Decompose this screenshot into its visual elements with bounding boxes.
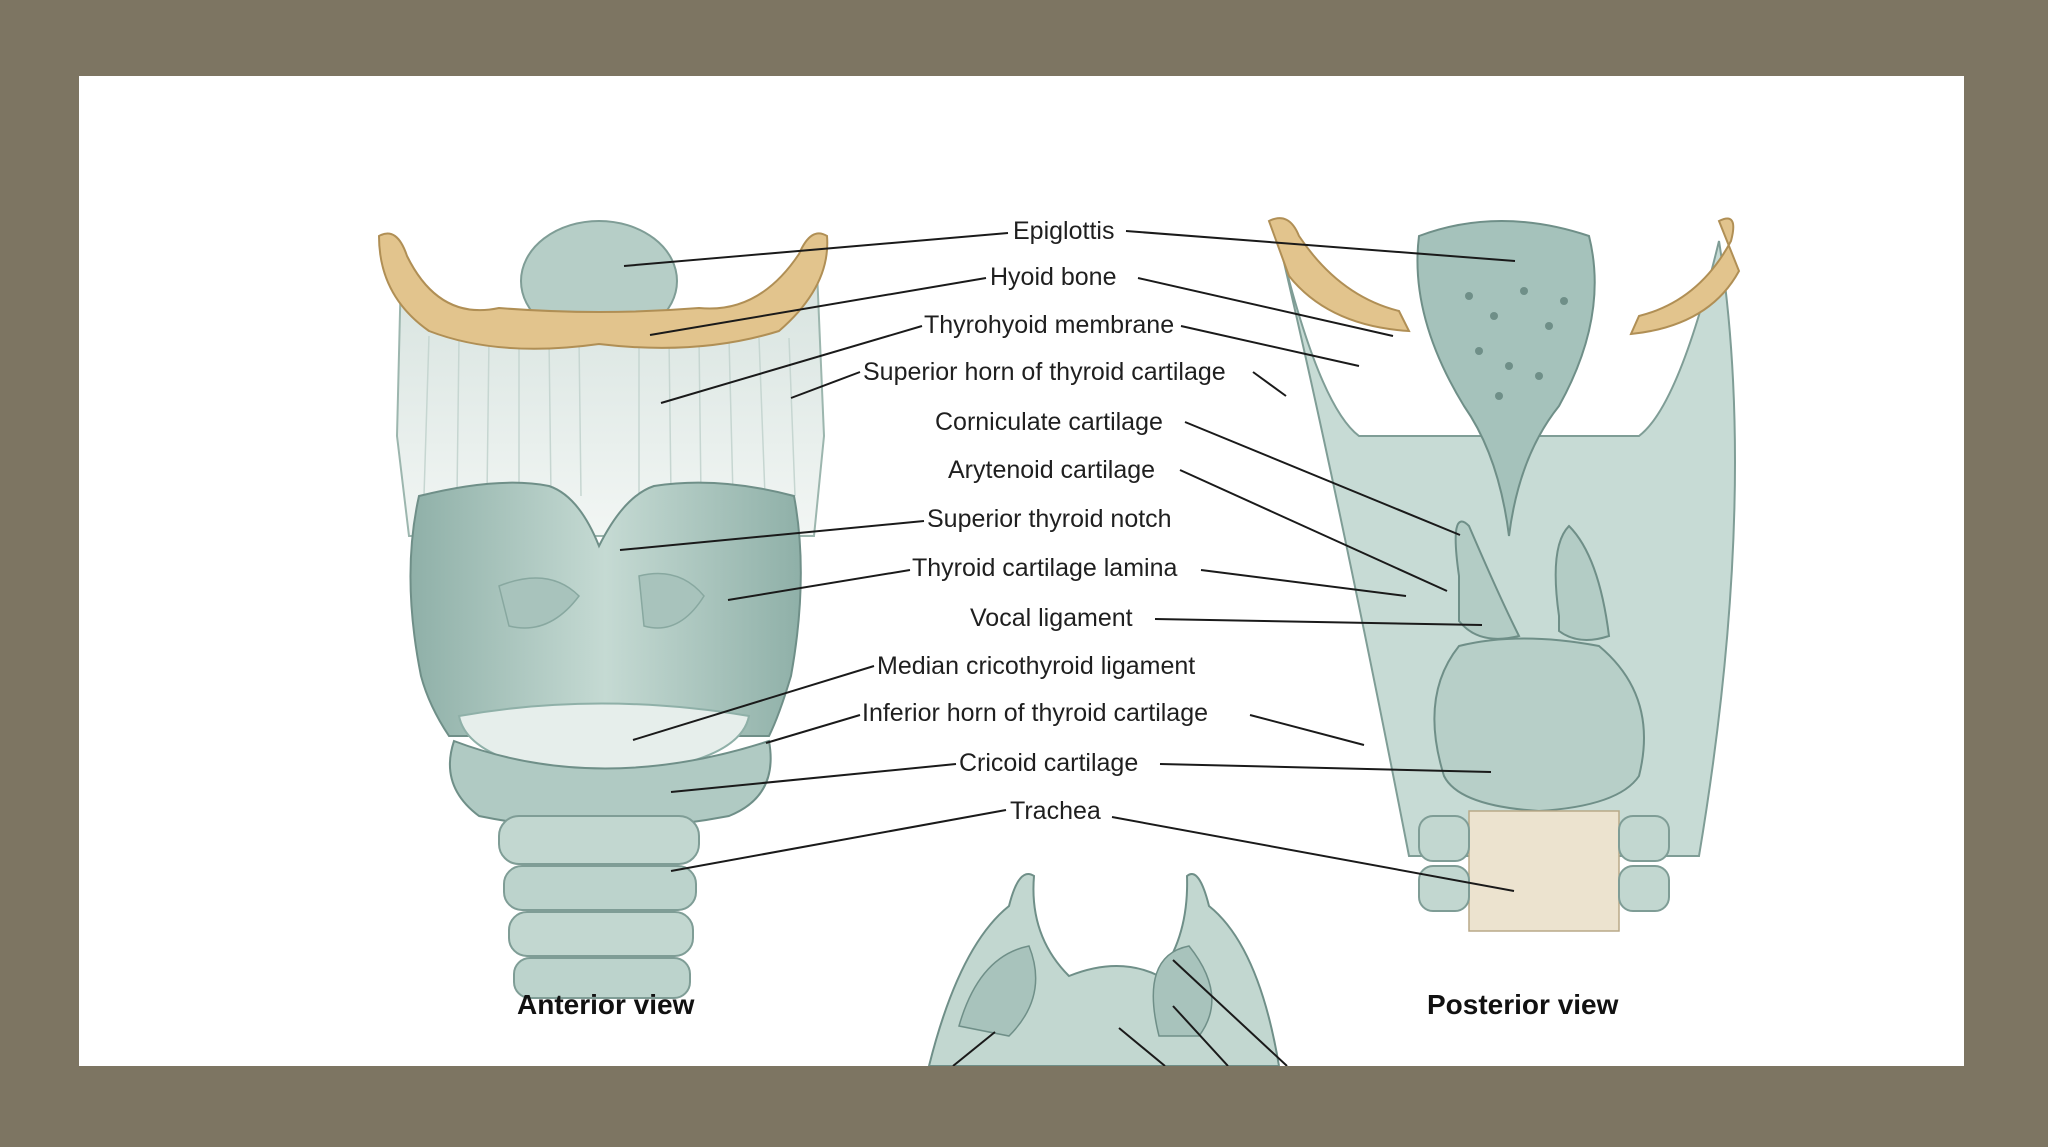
label-arytenoid-cartilage: Arytenoid cartilage — [948, 456, 1156, 484]
anterior-larynx-drawing — [377, 220, 829, 999]
anterior-cricoid-cartilage — [448, 739, 772, 830]
label-thyrohyoid-membrane: Thyrohyoid membrane — [924, 311, 1175, 339]
label-corniculate-cartilage: Corniculate cartilage — [935, 408, 1163, 436]
larynx-illustration — [377, 217, 1741, 1066]
label-cricoid-cartilage: Cricoid cartilage — [959, 749, 1139, 777]
label-epiglottis: Epiglottis — [1013, 217, 1115, 245]
posterior-view-caption: Posterior view — [1427, 989, 1619, 1020]
label-median-cricothyroid-ligament: Median cricothyroid ligament — [877, 652, 1196, 680]
leader-lines — [619, 230, 1516, 1066]
anterior-trachea — [498, 815, 700, 999]
posterior-cricoid-cartilage — [1433, 637, 1645, 813]
anterior-view-caption: Anterior view — [517, 989, 695, 1020]
label-superior-horn-thyroid: Superior horn of thyroid cartilage — [863, 358, 1226, 386]
posterior-trachea — [1418, 810, 1670, 932]
label-thyroid-cartilage-lamina: Thyroid cartilage lamina — [912, 554, 1178, 582]
label-superior-thyroid-notch: Superior thyroid notch — [927, 505, 1172, 533]
label-inferior-horn-thyroid: Inferior horn of thyroid cartilage — [862, 699, 1209, 727]
anterior-thyroid-cartilage — [409, 481, 802, 737]
posterior-epiglottis — [1416, 220, 1596, 537]
posterior-arytenoid-cartilage — [1454, 520, 1521, 640]
slide: Epiglottis Hyoid bone Thyrohyoid membran… — [79, 76, 1964, 1066]
label-vocal-ligament: Vocal ligament — [970, 604, 1133, 632]
posterior-hyoid-bone — [1267, 217, 1411, 333]
inset-arytenoid-drawing — [927, 873, 1281, 1066]
label-trachea: Trachea — [1010, 797, 1101, 825]
label-hyoid-bone: Hyoid bone — [990, 263, 1117, 291]
posterior-larynx-drawing — [1267, 217, 1741, 932]
anterior-hyoid-bone — [377, 232, 829, 350]
